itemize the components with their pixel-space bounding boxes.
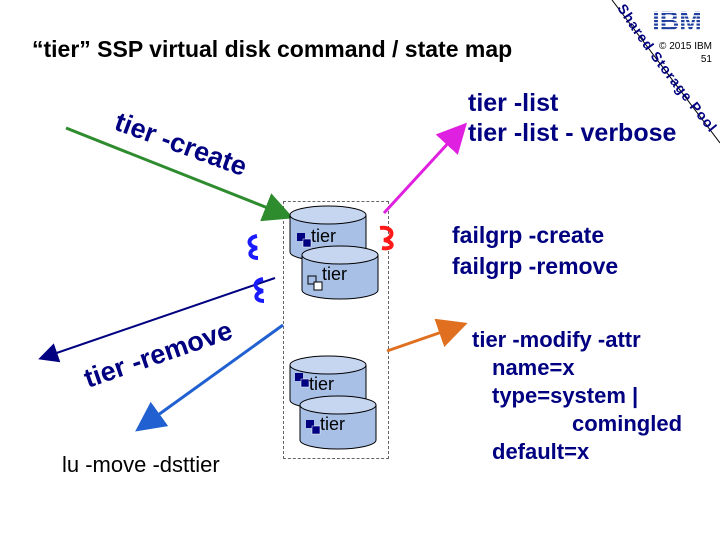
disk-icon [297,233,312,248]
create-arrow [65,126,294,222]
modify-type-option: comingled [572,411,683,436]
modify-name-attr: name=x [492,355,575,380]
lu-move-arrow [135,323,284,432]
remove-label: tier -remove [80,315,236,394]
list-commands: tier -list tier -list - verbose [468,88,676,148]
cylinder-bottom-2 [299,395,377,450]
modify-arrow [386,318,468,353]
list-verbose-command: tier -list - verbose [468,119,677,147]
create-label: tier -create [111,106,251,181]
loop-arrow-blue-2 [253,277,265,303]
page-number: 51 [700,54,712,65]
copyright-text: © 2015 IBM [659,41,712,52]
copyright-notice: © 2015 IBM 51 [659,40,712,66]
disk-icon [307,275,323,291]
modify-command: tier -modify -attr [472,327,641,352]
tier-group-box [283,201,389,459]
modify-commands: tier -modify -attr name=x type=system | … [472,326,682,466]
failgrp-remove-command: failgrp -remove [452,253,619,279]
list-arrow [382,122,468,215]
loop-arrow-red [379,225,394,251]
cylinder-label: tier [322,264,347,284]
cylinder-label: tier [320,414,345,434]
modify-type-attr: type=system | [492,383,639,408]
failgrp-commands: failgrp -create failgrp -remove [452,220,618,282]
disk-icon [295,373,310,388]
remove-arrow [38,277,276,363]
ibm-logo: IBM [652,6,702,34]
failgrp-create-command: failgrp -create [452,222,605,248]
modify-default-attr: default=x [492,439,590,464]
corner-banner: Shared Storage Pool 5 [600,0,720,144]
loop-arrow-blue-1 [247,234,259,260]
svg-text:IBM: IBM [652,6,702,34]
slide-title: “tier” SSP virtual disk command / state … [32,36,513,62]
lu-move-command: lu -move -dsttier [62,452,220,477]
cylinder-label: tier [309,374,334,394]
cylinder-label: tier [311,226,336,246]
disk-icon [306,420,321,435]
list-command: tier -list [468,89,559,117]
